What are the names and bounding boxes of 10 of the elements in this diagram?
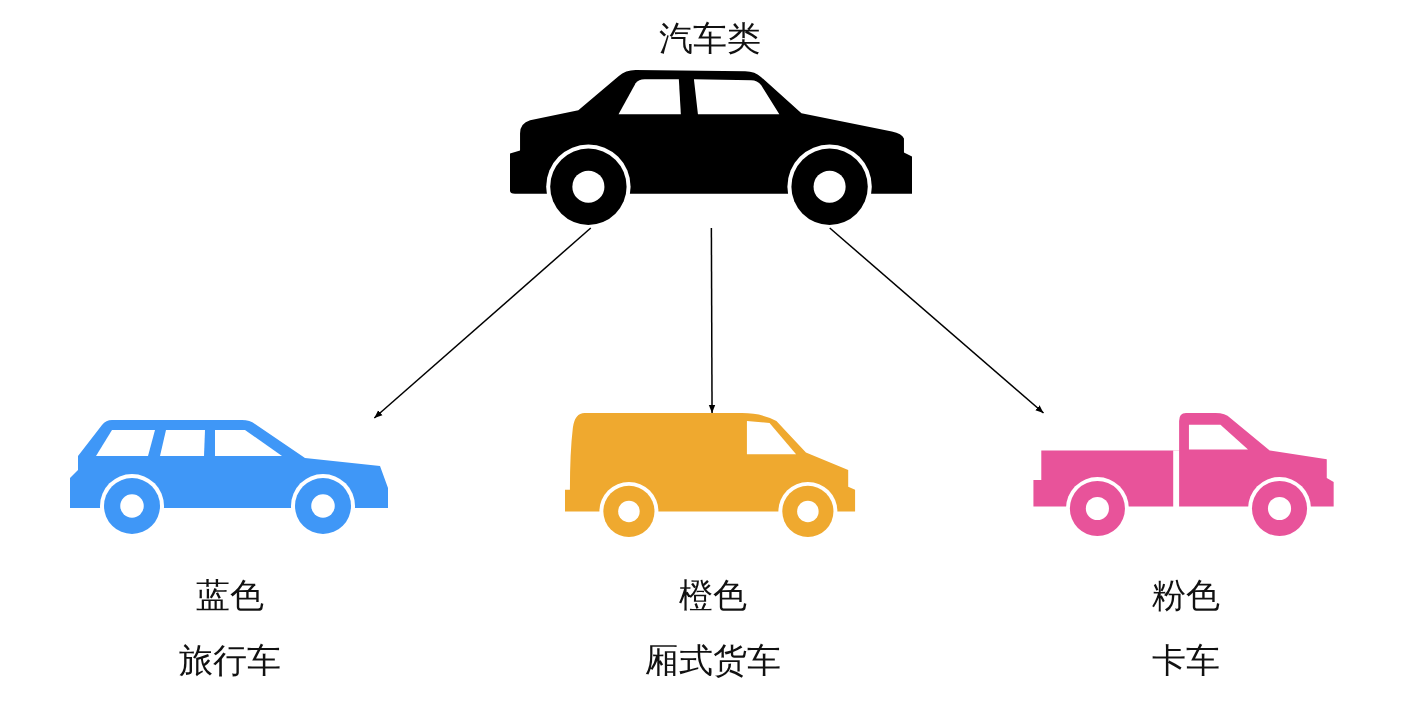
arrow — [373, 227, 592, 419]
vehicle-label: 橙色 — [678, 575, 747, 615]
arrow — [708, 227, 716, 414]
vehicle-label: 粉色 — [1152, 575, 1220, 615]
category-title: 汽车类 — [659, 18, 761, 58]
vehicle-label: 蓝色 — [196, 575, 264, 615]
vehicle-label: 旅行车 — [179, 640, 281, 680]
vehicle-label: 厢式货车 — [644, 640, 781, 680]
vehicle-label: 卡车 — [1152, 640, 1220, 680]
arrow — [829, 227, 1045, 414]
